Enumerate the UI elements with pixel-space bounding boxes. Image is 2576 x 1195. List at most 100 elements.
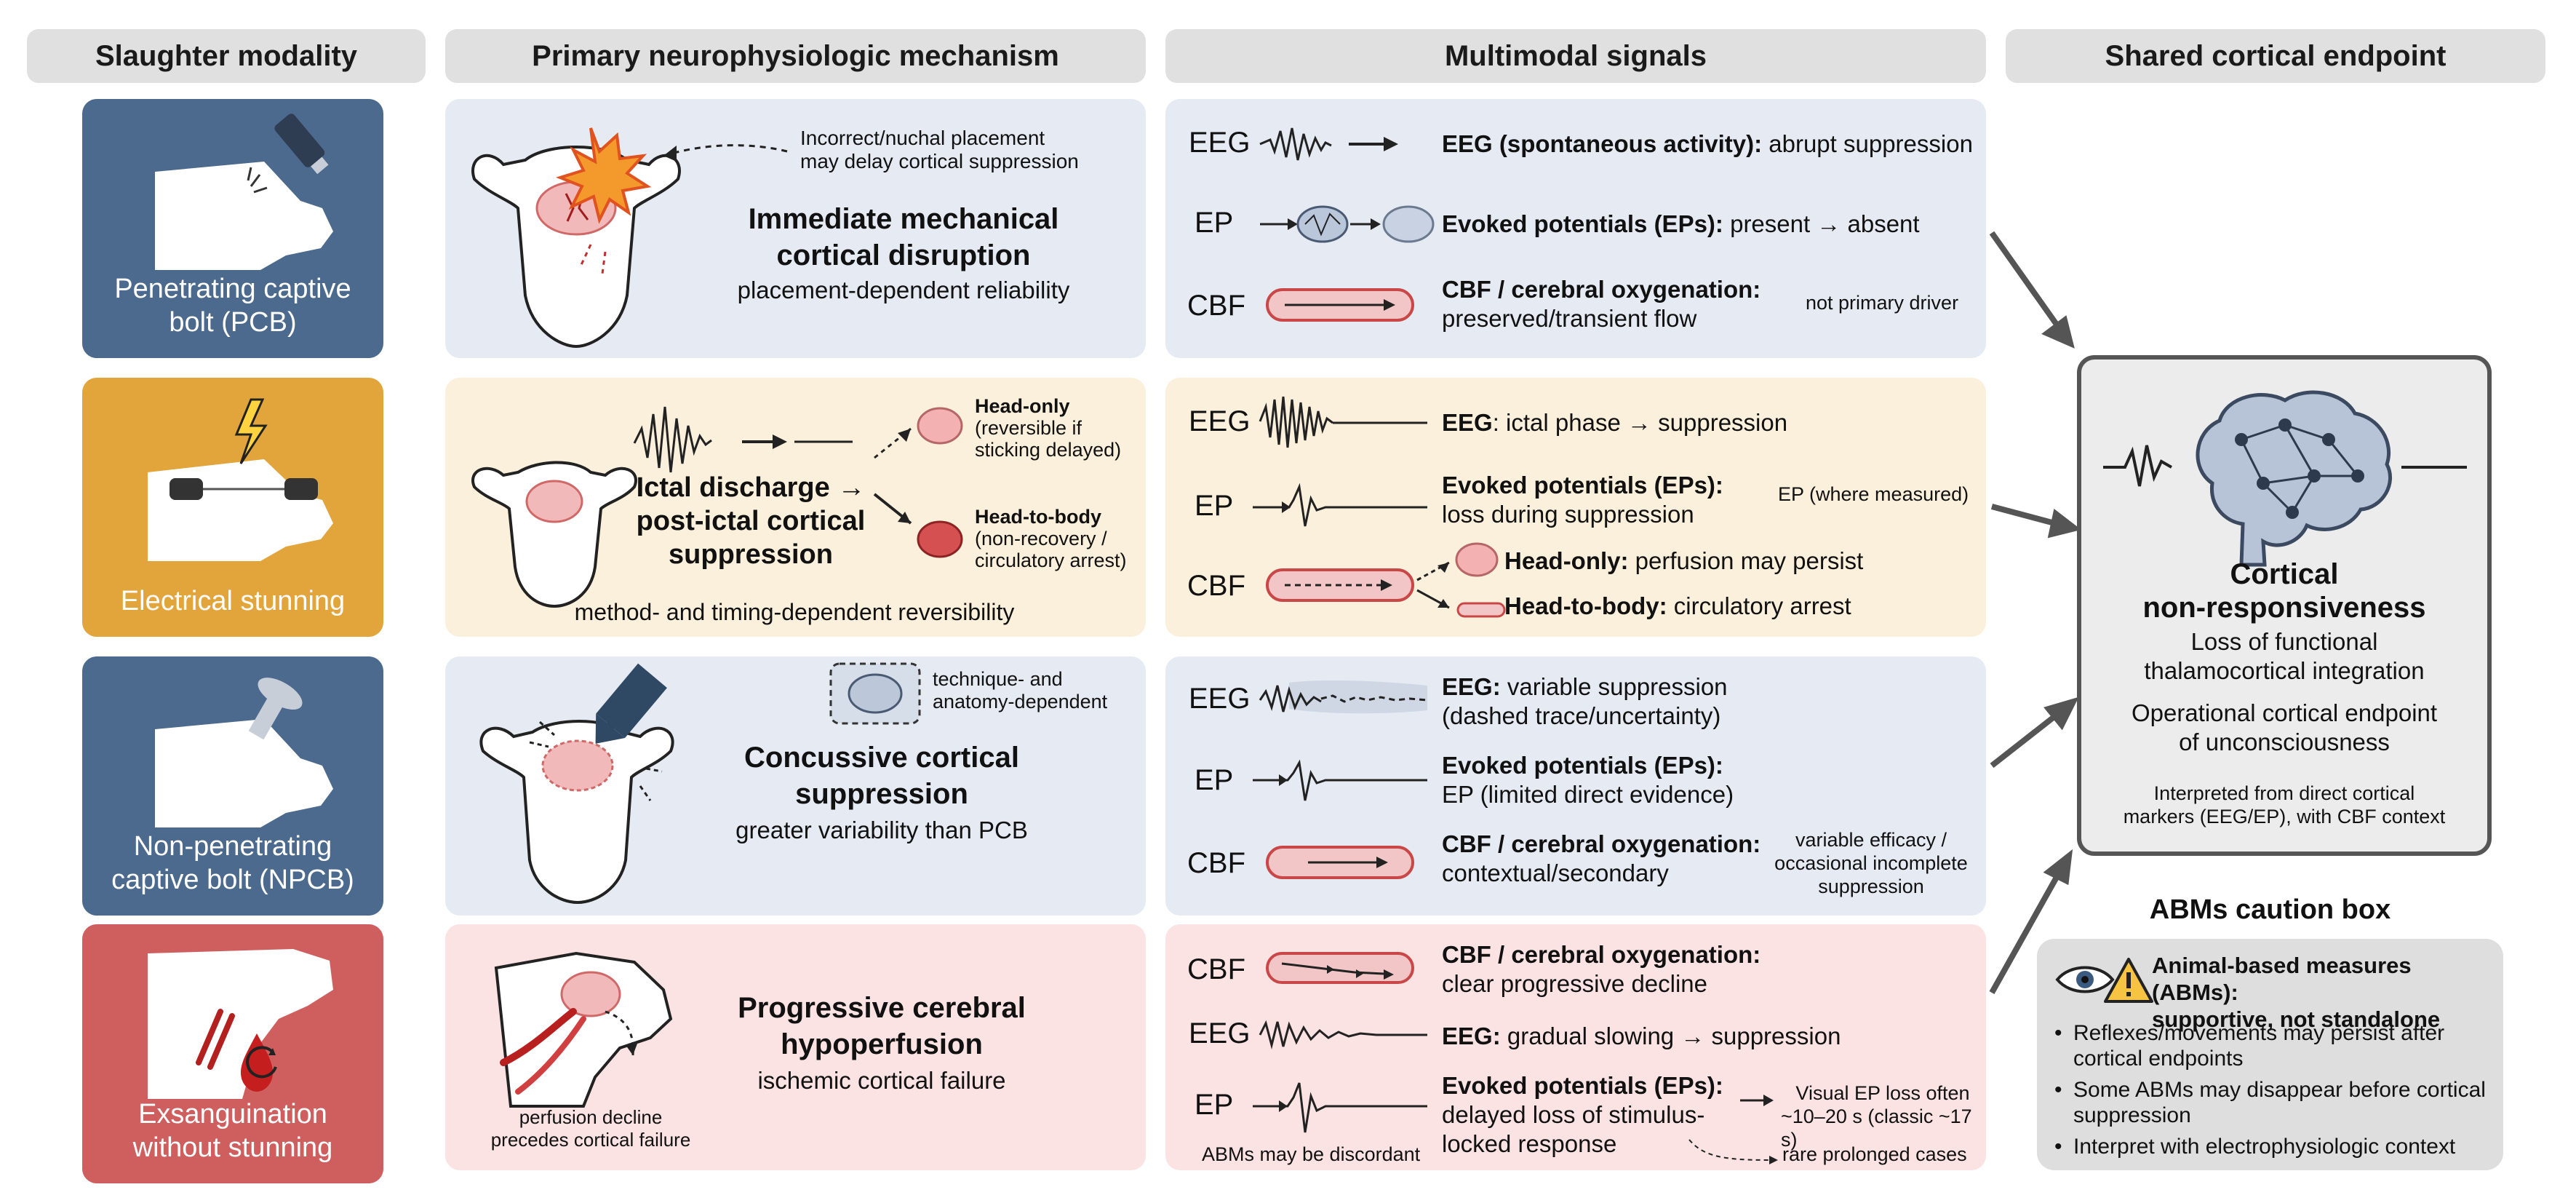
npcb-cbf-note: variable efficacy /occasional incomplete…: [1774, 829, 1968, 897]
pcb-cbf-label: CBF: [1187, 290, 1245, 322]
brain-network-icon: [2103, 390, 2467, 567]
npcb-ep-text: Evoked potentials (EPs):EP (limited dire…: [1442, 752, 1734, 808]
pcb-cbf-text: CBF / cerebral oxygenation:preserved/tra…: [1442, 276, 1761, 332]
electrical-signal-traces: [1253, 396, 1506, 618]
exsang-eeg-trace: [1259, 1020, 1427, 1049]
header-shared-endpoint: Shared cortical endpoint: [2006, 29, 2545, 83]
arrow-pcb: [1989, 231, 2062, 330]
signals-panel-electrical: EEG EP CBF EEG: ictal phase → suppressio…: [1165, 378, 1986, 637]
pcb-ep-text: Evoked potentials (EPs): present → absen…: [1442, 210, 1920, 237]
abms-caution-heading: ABMs caution box: [2149, 894, 2391, 925]
exsang-eeg-label: EEG: [1189, 1017, 1251, 1049]
pcb-mechanism-subtitle: placement-dependent reliability: [737, 277, 1070, 303]
electrical-ep-trace: [1253, 483, 1427, 527]
cow-head-electrical-icon: [148, 398, 333, 561]
electrical-eeg-text: EEG: ictal phase → suppression: [1442, 409, 1788, 436]
electrical-mechanism-subtitle: method- and timing-dependent reversibili…: [574, 599, 1015, 625]
pcb-eeg-text: EEG (spontaneous activity): abrupt suppr…: [1442, 130, 1973, 157]
ictal-discharge-diagram-icon: [471, 406, 963, 608]
signals-panel-npcb: EEG EP CBF EEG: variable suppression(das…: [1165, 656, 1986, 916]
pcb-ep-label: EP: [1195, 207, 1234, 239]
hypoperfusion-diagram-icon: [494, 951, 673, 1108]
abms-bullet: Reflexes/movements may persist after cor…: [2051, 1020, 2495, 1071]
header-mechanism: Primary neurophysiologic mechanism: [445, 29, 1146, 83]
npcb-cbf-label: CBF: [1187, 847, 1245, 879]
electrical-cbf-head-only-text: Head-only: perfusion may persist: [1504, 547, 1864, 574]
exsang-eeg-text: EEG: gradual slowing → suppression: [1442, 1023, 1841, 1049]
modality-label-electrical: Electrical stunning: [120, 586, 346, 616]
electrical-cbf-label: CBF: [1187, 570, 1245, 602]
exsang-ep-note: Visual EP loss often~10–20 s (classic ~1…: [1781, 1082, 1972, 1151]
electrical-ep-note: EP (where measured): [1778, 483, 1969, 505]
npcb-signal-traces: [1253, 680, 1428, 879]
pcb-cbf-note: not primary driver: [1806, 292, 1959, 314]
exsang-cbf-label: CBF: [1187, 953, 1245, 985]
arrow-exsanguination: [1989, 872, 2062, 994]
npcb-eeg-trace: [1259, 685, 1322, 712]
electrical-ep-text: Evoked potentials (EPs):loss during supp…: [1442, 472, 1723, 528]
npcb-eeg-text: EEG: variable suppression(dashed trace/u…: [1442, 673, 1728, 729]
electrical-eeg-trace: [1259, 396, 1333, 448]
exsang-cbf-vessel: [1266, 952, 1414, 984]
pcb-signal-traces: [1259, 127, 1435, 322]
npcb-mechanism-subtitle: greater variability than PCB: [735, 817, 1028, 843]
abms-bullet: Interpret with electrophysiologic contex…: [2051, 1134, 2495, 1159]
abms-discordant-note: ABMs may be discordant: [1202, 1143, 1421, 1165]
pcb-eeg-trace: [1259, 127, 1332, 161]
electrical-cbf-head-to-body-text: Head-to-body: circulatory arrest: [1504, 592, 1851, 619]
cow-head-npcb-icon: [155, 678, 333, 827]
signals-panel-exsanguination: CBF EEG EP CBF / cerebral oxygenation:cl…: [1165, 924, 1986, 1170]
cow-head-pcb-icon: [155, 114, 333, 270]
modality-card-electrical: Electrical stunning: [82, 378, 383, 637]
abms-bullet: Some ABMs may disappear before cortical …: [2051, 1077, 2495, 1128]
electrical-cbf-brain: [1455, 542, 1499, 577]
exsang-ep-trace: [1253, 1082, 1427, 1133]
electrical-eeg-label: EEG: [1189, 405, 1251, 437]
exsanguination-mechanism-subtitle: ischemic cortical failure: [757, 1067, 1006, 1094]
npcb-ep-label: EP: [1195, 764, 1234, 796]
cow-neck-exsanguination-icon: [148, 949, 333, 1099]
arrow-electrical: [1990, 504, 2059, 527]
arrow-npcb: [1990, 710, 2061, 769]
electrical-ep-label: EP: [1195, 490, 1234, 522]
rare-prolonged-note: rare prolonged cases: [1782, 1143, 1967, 1165]
pcb-ep-brain-active: [1296, 205, 1349, 243]
npcb-ep-trace: [1253, 759, 1427, 801]
header-multimodal-signals: Multimodal signals: [1165, 29, 1986, 83]
eye-icon: [2055, 966, 2115, 993]
electrical-cbf-collapsed-vessel: [1456, 602, 1506, 618]
abms-caution-box: Animal-based measures (ABMs):supportive,…: [2037, 939, 2503, 1170]
warning-icon: [2104, 958, 2153, 1003]
endpoint-arrows: [1989, 231, 2081, 994]
exsanguination-signal-traces: [1253, 952, 1778, 1164]
concussive-impact-diagram-icon: [479, 662, 921, 905]
signals-panel-pcb: EEG EP CBF EEG (spontaneous activity): a…: [1165, 99, 1986, 358]
exsang-cbf-text: CBF / cerebral oxygenation:clear progres…: [1442, 941, 1761, 997]
pcb-ep-brain-silent: [1382, 205, 1435, 243]
exsang-ep-text: Evoked potentials (EPs):delayed loss of …: [1442, 1072, 1723, 1157]
cow-head-brain-disruption-icon: [471, 127, 788, 349]
npcb-cbf-text: CBF / cerebral oxygenation:contextual/se…: [1442, 830, 1761, 886]
